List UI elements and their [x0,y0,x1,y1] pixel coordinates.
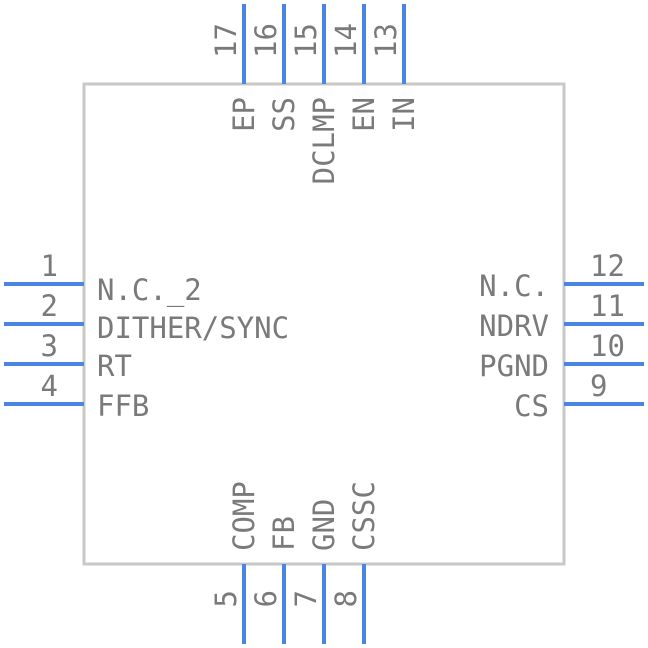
bottom-pins: 5 COMP 6 FB 7 GND 8 CSSC [209,481,381,644]
pin-12: 12 N.C. [479,249,644,303]
pin-3: 3 RT [4,329,132,383]
pin-12-name: N.C. [479,269,549,303]
pin-11-name: NDRV [479,309,549,343]
pin-9: 9 CS [514,369,644,423]
pin-17-number: 17 [209,23,243,58]
pin-7-number: 7 [289,590,323,607]
pin-10-number: 10 [590,329,625,363]
pin-15: 15 DCLMP [289,4,341,184]
pin-9-name: CS [514,389,549,423]
pin-16-name: SS [267,97,301,132]
pin-5: 5 COMP [209,481,261,644]
pin-13: 13 IN [369,4,421,132]
pin-17-name: EP [227,97,261,132]
pin-15-name: DCLMP [307,97,341,184]
pin-4-number: 4 [41,369,58,403]
pin-10: 10 PGND [479,329,644,383]
pin-6-name: FB [267,516,301,551]
left-pins: 1 N.C._2 2 DITHER/SYNC 3 RT 4 FFB [4,249,289,423]
pin-6: 6 FB [249,516,301,644]
pin-5-name: COMP [227,481,261,551]
pin-14: 14 EN [329,4,381,132]
pin-7: 7 GND [289,499,341,644]
pin-15-number: 15 [289,23,323,58]
pin-1: 1 N.C._2 [4,249,202,308]
pin-2: 2 DITHER/SYNC [4,289,289,345]
pin-4-name: FFB [97,389,149,423]
pin-14-number: 14 [329,23,363,58]
pin-7-name: GND [307,499,341,551]
pin-16-number: 16 [249,23,283,58]
pin-6-number: 6 [249,590,283,607]
pin-8: 8 CSSC [329,481,381,644]
pin-9-number: 9 [590,369,607,403]
pin-3-name: RT [97,349,132,383]
pin-13-number: 13 [369,23,403,58]
pin-8-number: 8 [329,590,363,607]
ic-body [82,82,566,566]
pin-12-number: 12 [590,249,625,283]
pin-2-number: 2 [41,289,58,323]
pin-5-number: 5 [209,590,243,607]
pin-4: 4 FFB [4,369,149,423]
right-pins: 12 N.C. 11 NDRV 10 PGND 9 CS [479,249,644,423]
pin-3-number: 3 [41,329,58,363]
pin-16: 16 SS [249,4,301,132]
pin-2-name: DITHER/SYNC [97,311,289,345]
top-pins: 17 EP 16 SS 15 DCLMP 14 EN 13 IN [209,4,421,184]
pin-11-number: 11 [590,289,625,323]
pin-1-number: 1 [41,249,58,283]
pin-13-name: IN [387,97,421,132]
pin-10-name: PGND [479,349,549,383]
pin-14-name: EN [347,97,381,132]
pin-17: 17 EP [209,4,261,132]
pin-1-name: N.C._2 [97,273,202,308]
pin-8-name: CSSC [347,481,381,551]
pin-11: 11 NDRV [479,289,644,343]
